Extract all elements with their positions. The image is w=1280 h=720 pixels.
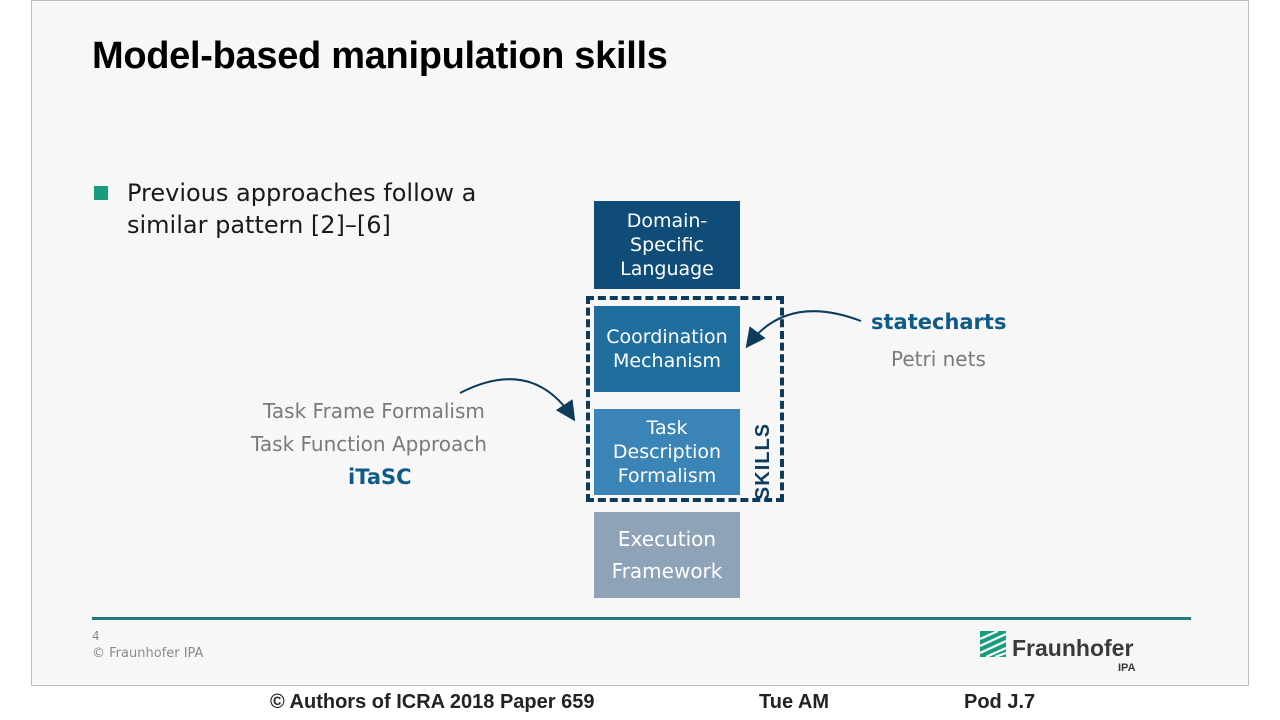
skills-dashed-frame bbox=[586, 296, 784, 502]
left-highlight-itasc: iTaSC bbox=[348, 465, 412, 489]
logo-sub: IPA bbox=[1118, 662, 1136, 674]
caption-session: Tue AM bbox=[759, 691, 829, 713]
caption-authors: © Authors of ICRA 2018 Paper 659 bbox=[270, 691, 595, 713]
diagram-arrows bbox=[459, 310, 862, 422]
right-highlight-statecharts: statecharts bbox=[871, 310, 1007, 334]
slide: Model-based manipulation skills Previous… bbox=[31, 0, 1249, 686]
footer-copyright: © Fraunhofer IPA bbox=[92, 646, 204, 661]
right-item-petri-nets: Petri nets bbox=[891, 347, 986, 371]
bullet-text: Previous approaches follow a similar pat… bbox=[127, 179, 477, 239]
fraunhofer-logo: Fraunhofer IPA bbox=[980, 631, 1150, 677]
left-item-task-frame: Task Frame Formalism bbox=[263, 399, 485, 423]
left-item-task-function: Task Function Approach bbox=[251, 432, 487, 456]
bullet-marker-icon bbox=[94, 186, 108, 200]
arrow-right-to-coordination bbox=[745, 310, 862, 349]
box-domain-specific-language: Domain- Specific Language bbox=[594, 201, 740, 289]
box-task-description-formalism: Task Description Formalism bbox=[594, 409, 740, 495]
box-coordination-mechanism: Coordination Mechanism bbox=[594, 306, 740, 392]
page-number: 4 bbox=[92, 629, 100, 643]
fraunhofer-mark-icon bbox=[980, 631, 1006, 657]
caption-pod: Pod J.7 bbox=[964, 691, 1036, 713]
logo-name: Fraunhofer bbox=[1012, 635, 1134, 661]
slide-title: Model-based manipulation skills bbox=[92, 35, 668, 77]
arrow-left-to-task-description bbox=[459, 378, 576, 422]
box-execution-framework: Execution Framework bbox=[594, 512, 740, 598]
footer-divider bbox=[92, 617, 1191, 620]
